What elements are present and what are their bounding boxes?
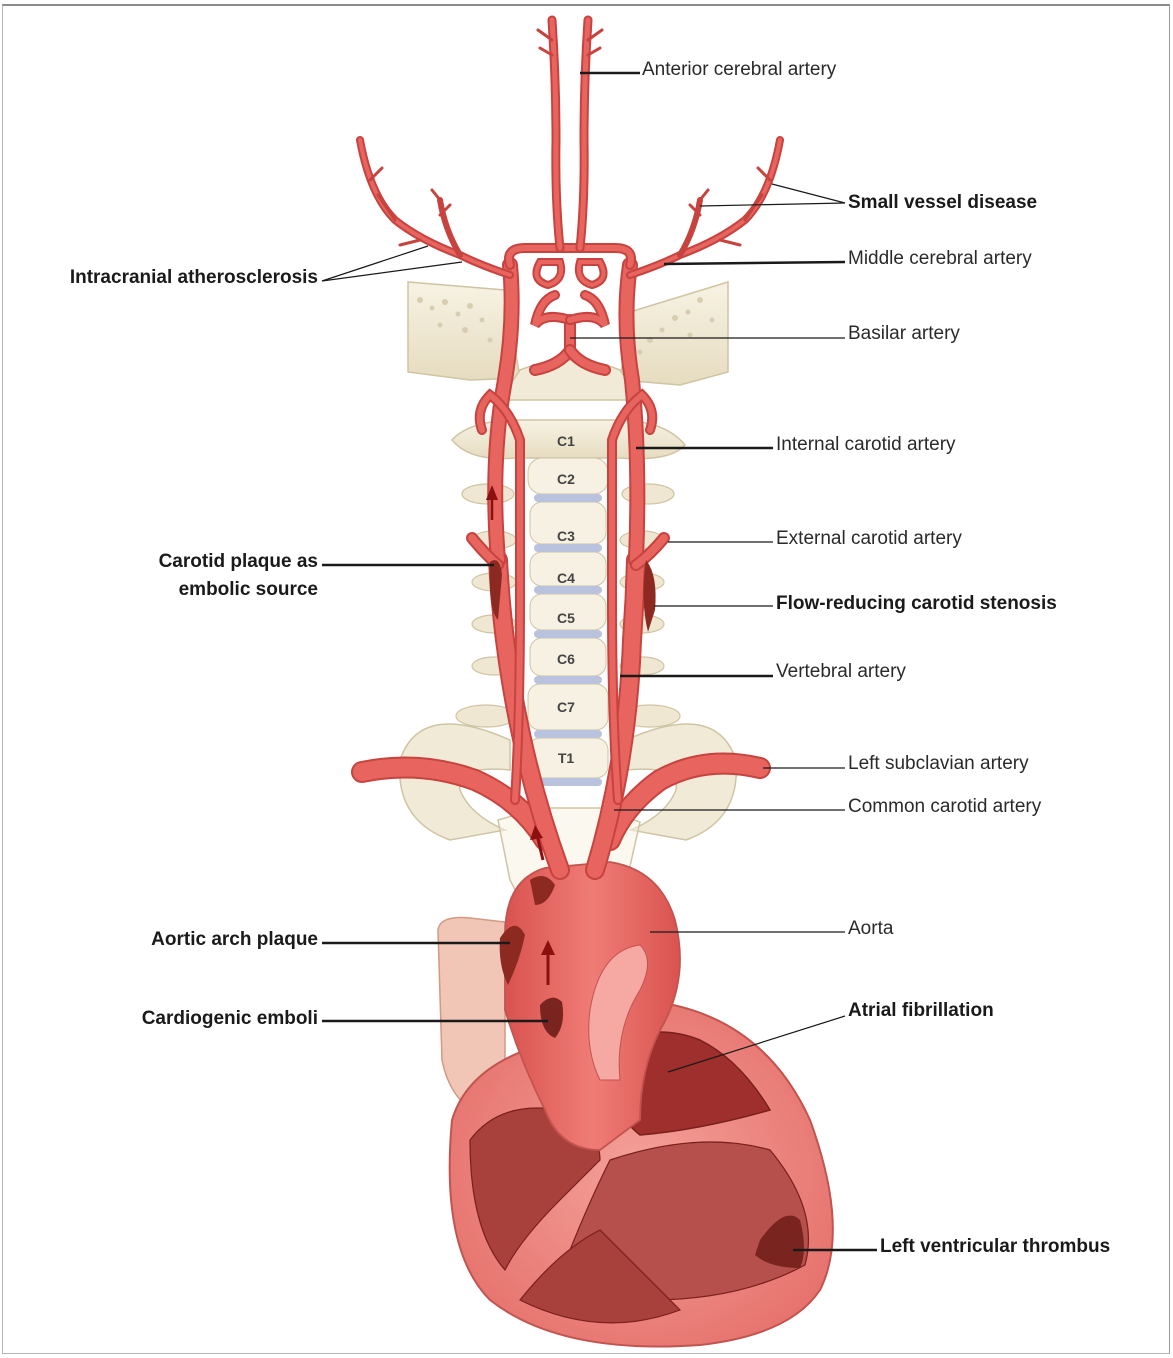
vertebra-label: C2 bbox=[557, 471, 575, 487]
label-middle-cerebral-artery: Middle cerebral artery bbox=[848, 248, 1032, 270]
label-internal-carotid-artery: Internal carotid artery bbox=[776, 434, 956, 456]
vertebra-label: C5 bbox=[557, 610, 575, 626]
label-external-carotid-artery: External carotid artery bbox=[776, 528, 962, 550]
vertebra-label: C6 bbox=[557, 651, 575, 667]
label-left-ventricular-thrombus: Left ventricular thrombus bbox=[880, 1236, 1110, 1258]
label-carotid-plaque-line2: embolic source bbox=[18, 579, 318, 601]
label-atrial-fibrillation: Atrial fibrillation bbox=[848, 1000, 994, 1022]
label-basilar-artery: Basilar artery bbox=[848, 323, 960, 345]
label-aorta: Aorta bbox=[848, 918, 893, 940]
label-intracranial-atherosclerosis: Intracranial atherosclerosis bbox=[18, 267, 318, 289]
label-aortic-arch-plaque: Aortic arch plaque bbox=[18, 929, 318, 951]
vertebra-label: C1 bbox=[557, 433, 575, 449]
vertebra-label: T1 bbox=[558, 750, 575, 766]
label-left-subclavian-artery: Left subclavian artery bbox=[848, 753, 1029, 775]
label-carotid-plaque-line1: Carotid plaque as bbox=[18, 551, 318, 573]
label-cardiogenic-emboli: Cardiogenic emboli bbox=[18, 1008, 318, 1030]
vertebra-label: C7 bbox=[557, 699, 575, 715]
label-small-vessel-disease: Small vessel disease bbox=[848, 192, 1037, 214]
label-vertebral-artery: Vertebral artery bbox=[776, 661, 906, 683]
vertebra-label: C4 bbox=[557, 570, 575, 586]
label-anterior-cerebral-artery: Anterior cerebral artery bbox=[642, 59, 836, 81]
label-flow-reducing-stenosis: Flow-reducing carotid stenosis bbox=[776, 593, 1057, 615]
vertebra-label: C3 bbox=[557, 528, 575, 544]
label-common-carotid-artery: Common carotid artery bbox=[848, 796, 1041, 818]
